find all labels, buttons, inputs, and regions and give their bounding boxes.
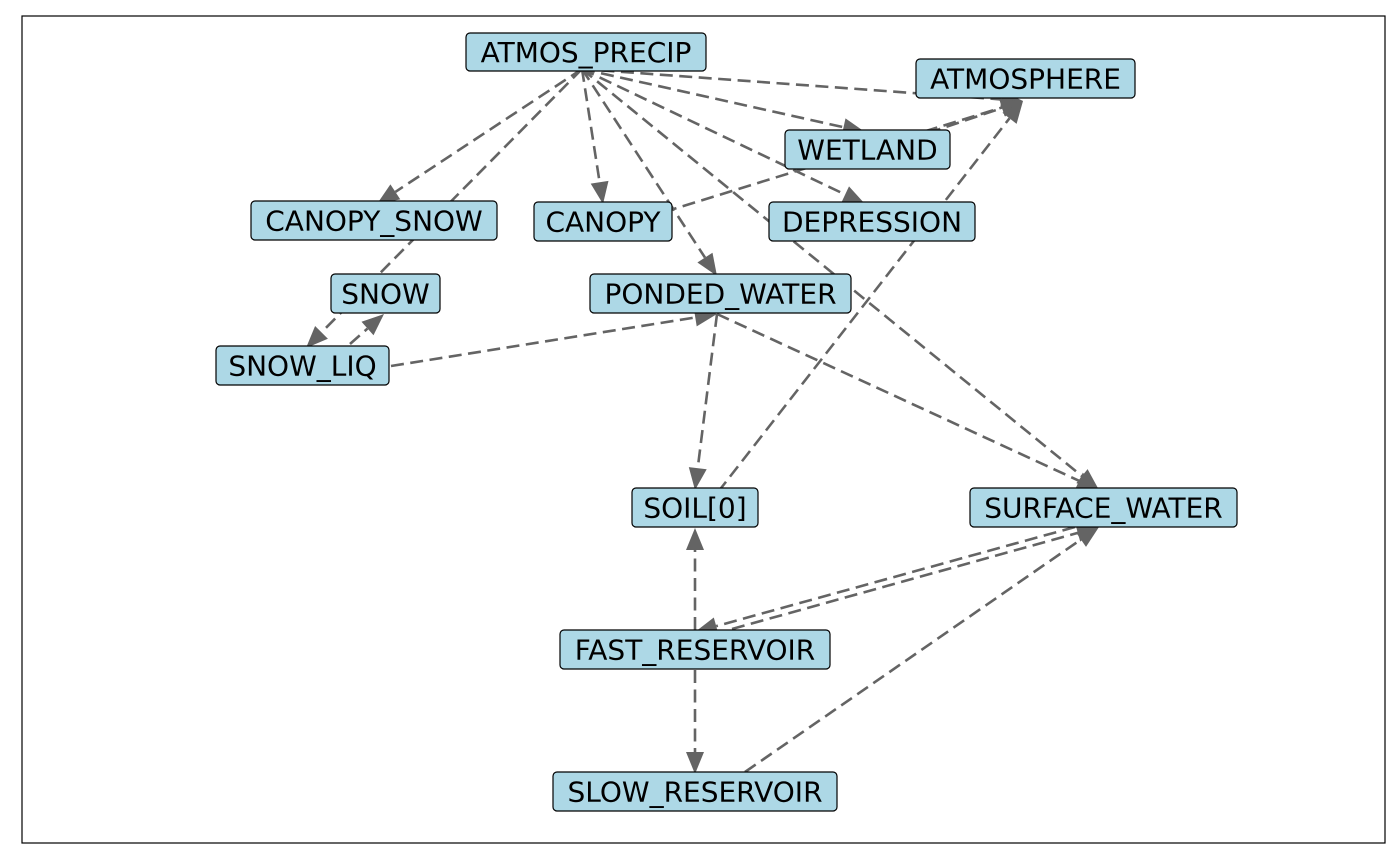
node-soil0: SOIL[0]: [631, 487, 759, 528]
edge-line: [927, 106, 1003, 135]
edge-line: [349, 327, 369, 345]
node-label: SNOW_LIQ: [228, 350, 376, 383]
node-box: [330, 273, 441, 314]
node-label: SOIL[0]: [643, 492, 746, 525]
node-canopy: CANOPY: [533, 201, 673, 242]
node-surface-water: SURFACE_WATER: [969, 487, 1238, 528]
node-depression: DEPRESSION: [768, 201, 976, 242]
edge-atmos-precip-to-canopy-snow: [377, 67, 583, 204]
node-canopy-snow: CANOPY_SNOW: [250, 200, 498, 241]
edge-line: [715, 525, 1076, 628]
plot-frame: [21, 15, 1386, 844]
arrow-head-icon: [841, 186, 865, 204]
node-wetland: WETLAND: [784, 129, 951, 170]
edge-snow-liq-to-snow: [349, 314, 384, 345]
node-label: CANOPY_SNOW: [265, 205, 483, 238]
arrow-head-icon: [1002, 101, 1023, 124]
node-label: CANOPY: [545, 206, 661, 239]
node-atmosphere: ATMOSPHERE: [915, 58, 1136, 99]
arrow-head-icon: [686, 752, 704, 774]
arrow-head-icon: [686, 528, 704, 550]
arrow-head-icon: [361, 314, 384, 336]
node-label: SLOW_RESERVOIR: [567, 776, 822, 809]
edge-line: [716, 312, 1080, 482]
node-box: [915, 58, 1136, 99]
node-fast-reservoir: FAST_RESERVOIR: [559, 629, 831, 670]
node-box: [465, 32, 707, 72]
arrow-head-icon: [377, 184, 401, 204]
node-box: [552, 771, 838, 812]
node-box: [215, 345, 390, 386]
edge-atmos-precip-to-depression: [581, 67, 865, 204]
arrow-head-icon: [590, 180, 609, 204]
node-label: PONDED_WATER: [604, 278, 836, 311]
node-box: [969, 487, 1238, 528]
edge-atmos-precip-to-ponded-water: [580, 68, 717, 276]
node-snow-liq: SNOW_LIQ: [215, 345, 390, 386]
edge-slow-reservoir-to-surface-water: [744, 527, 1099, 774]
arrow-head-icon: [697, 252, 717, 276]
edge-line: [580, 68, 707, 259]
edge-line: [390, 316, 696, 368]
edge-line: [696, 313, 719, 469]
edge-ponded-water-to-soil0: [688, 313, 719, 490]
edge-line: [731, 531, 1079, 631]
node-label: DEPRESSION: [782, 206, 962, 239]
node-ponded-water: PONDED_WATER: [589, 273, 852, 314]
edge-line: [581, 67, 1002, 101]
node-box: [631, 487, 759, 528]
edge-fast-reservoir-to-soil0: [686, 528, 704, 630]
node-label: SURFACE_WATER: [984, 492, 1223, 525]
edge-line: [744, 538, 1082, 774]
node-label: FAST_RESERVOIR: [575, 634, 816, 667]
node-box: [589, 273, 852, 314]
edge-line: [581, 67, 844, 129]
edge-ponded-water-to-surface-water: [716, 312, 1099, 490]
node-slow-reservoir: SLOW_RESERVOIR: [552, 771, 838, 812]
node-label: ATMOSPHERE: [930, 63, 1121, 96]
node-box: [250, 200, 498, 241]
node-label: WETLAND: [797, 134, 937, 167]
arrow-head-icon: [306, 326, 328, 348]
edge-line: [394, 67, 583, 193]
node-atmos-precip: ATMOS_PRECIP: [465, 32, 707, 72]
arrow-head-icon: [688, 467, 707, 490]
edge-line: [581, 67, 846, 196]
node-label: ATMOS_PRECIP: [481, 36, 692, 69]
node-box: [768, 201, 976, 242]
edge-line: [716, 117, 1011, 493]
edge-line: [581, 67, 1083, 478]
node-snow: SNOW: [330, 273, 441, 314]
node-layer: ATMOS_PRECIP ATMOSPHERE WETLAND CANOPY_SNOW…: [215, 32, 1238, 812]
edge-soil0-to-atmosphere: [716, 101, 1023, 493]
node-label: SNOW: [341, 278, 429, 311]
node-box: [559, 629, 831, 670]
node-box: [784, 129, 951, 170]
node-box: [533, 201, 673, 242]
arrow-head-icon: [1075, 472, 1099, 490]
arrow-head-icon: [1075, 527, 1099, 547]
edge-fast-reservoir-to-slow-reservoir: [686, 670, 704, 774]
edge-atmos-precip-to-canopy: [580, 68, 609, 204]
